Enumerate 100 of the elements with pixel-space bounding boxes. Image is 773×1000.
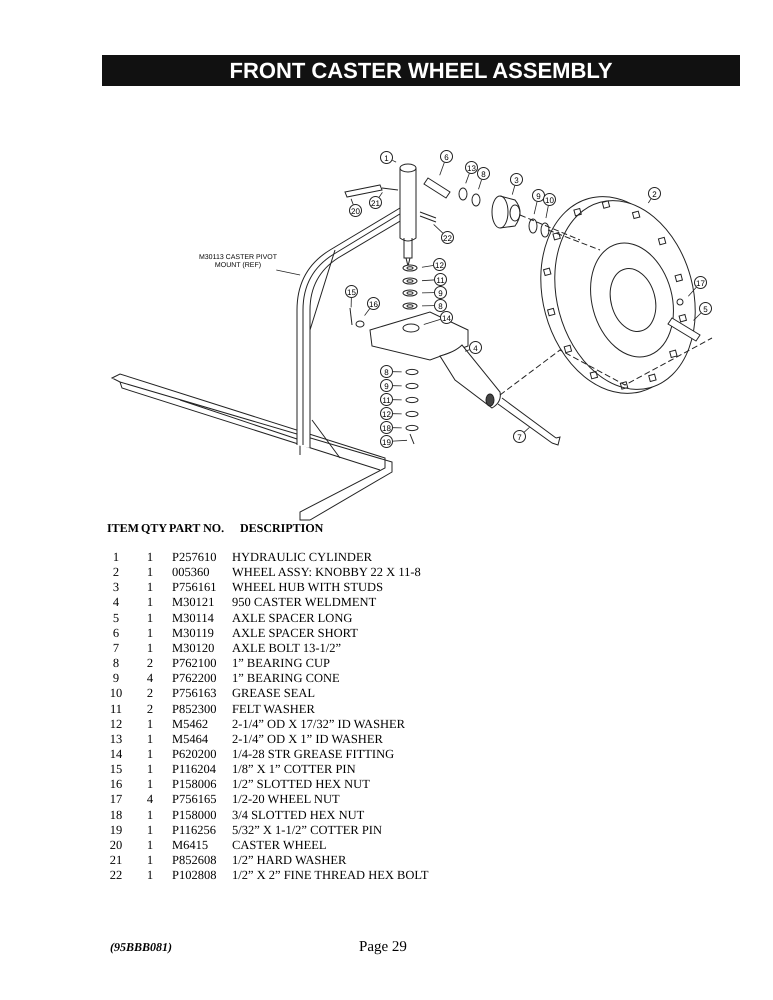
table-cell: 1/2-20 WHEEL NUT bbox=[232, 792, 340, 806]
table-cell: P116256 bbox=[172, 822, 216, 837]
title-banner: FRONT CASTER WHEEL ASSEMBLY bbox=[102, 55, 740, 86]
table-cell: P756163 bbox=[172, 686, 216, 700]
table-cell-text: 19 bbox=[108, 822, 124, 837]
table-cell-text: 14 bbox=[108, 746, 124, 761]
callout-number: 7 bbox=[513, 430, 526, 443]
table-cell: 1/2” HARD WASHER bbox=[232, 853, 346, 867]
callout-number: 15 bbox=[345, 285, 358, 298]
table-cell-text: 2 bbox=[112, 565, 120, 580]
table-cell: P257610 bbox=[172, 550, 216, 564]
table-cell-text: 1 bbox=[146, 550, 154, 564]
table-cell-text: 16 bbox=[108, 777, 124, 792]
table-cell-text: 1 bbox=[146, 626, 154, 640]
table-cell: AXLE SPACER LONG bbox=[232, 610, 352, 625]
document-code: (95BBB081) bbox=[110, 940, 172, 954]
table-cell-text: 2 bbox=[146, 702, 154, 716]
table-cell: P756165 bbox=[172, 792, 216, 806]
table-cell: 1” BEARING CONE bbox=[232, 671, 340, 686]
callout-number: 11 bbox=[434, 273, 447, 286]
callout-number: 2 bbox=[648, 187, 661, 200]
leader-line bbox=[350, 198, 354, 205]
table-cell-text: 4 bbox=[146, 671, 154, 686]
table-cell-text: 6 bbox=[112, 626, 120, 640]
leader-line bbox=[422, 292, 434, 294]
leader-line bbox=[423, 319, 441, 325]
leader-line bbox=[433, 224, 444, 234]
leader-line bbox=[422, 280, 434, 282]
table-cell: P158000 bbox=[172, 808, 216, 822]
table-cell: WHEEL HUB WITH STUDS bbox=[232, 580, 384, 594]
table-cell: 1/4-28 STR GREASE FITTING bbox=[232, 746, 394, 761]
table-cell: FELT WASHER bbox=[232, 702, 315, 716]
table-cell: WHEEL ASSY: KNOBBY 22 X 11-8 bbox=[232, 565, 421, 580]
column-header: DESCRIPTION bbox=[240, 521, 324, 535]
leader-line bbox=[693, 312, 702, 321]
table-cell-text: 3 bbox=[112, 580, 120, 594]
table-cell: M30120 bbox=[172, 640, 214, 655]
callout-number: 4 bbox=[469, 341, 482, 354]
table-cell: P762200 bbox=[172, 671, 216, 686]
table-cell: 1/2” X 2” FINE THREAD HEX BOLT bbox=[232, 868, 429, 882]
table-cell: AXLE SPACER SHORT bbox=[232, 626, 358, 640]
table-cell: M30119 bbox=[172, 626, 214, 640]
table-cell-text: 5 bbox=[112, 610, 120, 625]
leader-line bbox=[276, 270, 300, 276]
table-cell-text: 1 bbox=[146, 716, 154, 731]
leader-line bbox=[350, 298, 352, 308]
table-cell-text: 1 bbox=[146, 580, 154, 594]
column-header: ITEM bbox=[107, 521, 140, 535]
column-header: PART NO. bbox=[169, 521, 224, 535]
table-cell: P102808 bbox=[172, 868, 216, 882]
table-cell: 5/32” X 1-1/2” COTTER PIN bbox=[232, 822, 382, 837]
table-cell-text: 1 bbox=[146, 853, 154, 867]
table-cell-text: 2 bbox=[146, 686, 154, 700]
leader-line bbox=[439, 162, 445, 176]
table-cell: M5462 bbox=[172, 716, 208, 731]
callout-number: 12 bbox=[433, 258, 446, 271]
table-cell: P116204 bbox=[172, 762, 216, 776]
table-cell: M5464 bbox=[172, 732, 208, 746]
table-cell-text: 20 bbox=[108, 838, 124, 852]
table-cell-text: 1 bbox=[146, 762, 154, 776]
table-cell: P756161 bbox=[172, 580, 216, 594]
column-header: QTY bbox=[141, 521, 168, 535]
callout-number: 19 bbox=[380, 435, 393, 448]
leader-line bbox=[688, 286, 697, 297]
table-cell-text: 12 bbox=[108, 716, 124, 731]
table-cell-text: 1 bbox=[146, 595, 154, 610]
table-cell-text: 22 bbox=[108, 868, 124, 882]
leader-line bbox=[512, 185, 516, 195]
leader-line bbox=[364, 308, 370, 316]
callout-number: 21 bbox=[369, 196, 382, 209]
table-cell-text: 1 bbox=[146, 808, 154, 822]
table-cell: 005360 bbox=[172, 565, 210, 580]
table-cell: P158006 bbox=[172, 777, 216, 792]
table-cell: M30114 bbox=[172, 610, 214, 625]
table-cell: 950 CASTER WELDMENT bbox=[232, 595, 376, 610]
table-cell-text: 1 bbox=[146, 565, 154, 580]
leader-line bbox=[392, 160, 397, 162]
callout-number: 8 bbox=[477, 167, 490, 180]
table-cell-text: 8 bbox=[112, 656, 120, 670]
leader-line bbox=[378, 192, 383, 198]
table-cell: 1/8” X 1” COTTER PIN bbox=[232, 762, 356, 776]
page-number: Page 29 bbox=[359, 940, 407, 954]
leader-line bbox=[534, 201, 538, 215]
table-cell: HYDRAULIC CYLINDER bbox=[232, 550, 372, 564]
callout-number: 8 bbox=[380, 365, 393, 378]
table-cell: M30121 bbox=[172, 595, 214, 610]
callout-number: 9 bbox=[434, 286, 447, 299]
callout-number: 18 bbox=[380, 421, 393, 434]
leader-line bbox=[464, 349, 470, 352]
callout-number: 11 bbox=[380, 393, 393, 406]
table-cell-text: 1 bbox=[146, 640, 154, 655]
table-cell-text: 1 bbox=[146, 868, 154, 882]
table-cell-text: 21 bbox=[108, 853, 124, 867]
table-cell-text: 15 bbox=[108, 762, 124, 776]
callout-number: 9 bbox=[380, 379, 393, 392]
callout-number: 5 bbox=[699, 302, 712, 315]
table-cell: P762100 bbox=[172, 656, 216, 670]
table-cell-text: 7 bbox=[112, 640, 120, 655]
table-cell: P852608 bbox=[172, 853, 216, 867]
callout-number: 14 bbox=[440, 311, 453, 324]
